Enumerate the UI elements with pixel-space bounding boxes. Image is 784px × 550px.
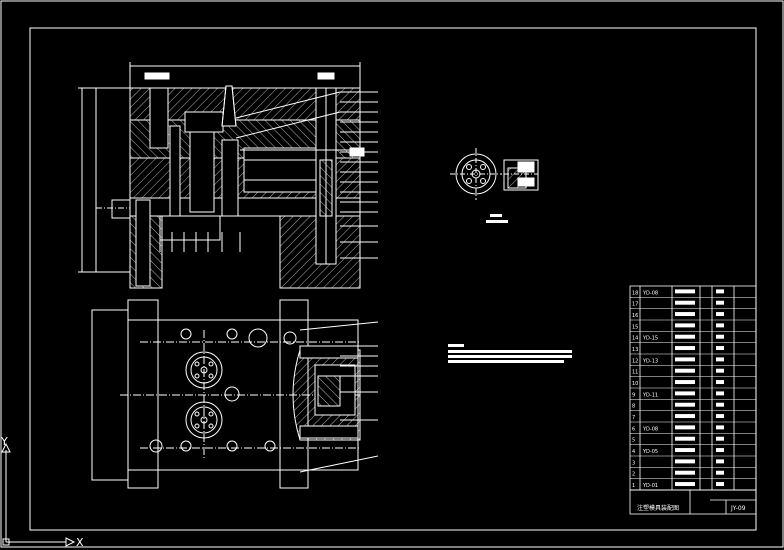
parts-list-row-qty-block <box>716 482 724 487</box>
parts-list-row-number: 7 <box>632 415 635 421</box>
parts-list-row-name-block <box>675 380 695 385</box>
parts-list-row-name-block <box>675 470 695 475</box>
technical-notes <box>448 344 572 363</box>
parts-list-row-qty-block <box>716 368 724 373</box>
parts-list-row: 9 YD-11 <box>630 391 756 400</box>
ucs-y-label: Y <box>0 435 8 448</box>
parts-list-row-code: YD-01 <box>642 483 658 489</box>
parts-list-row: 7 <box>630 414 756 423</box>
parts-list-row: 10 <box>630 380 756 389</box>
parts-list-row-qty-block <box>716 312 724 317</box>
parts-list-row-name-block <box>675 334 695 339</box>
parts-list-row-qty-block <box>716 323 724 328</box>
parts-list-row: 15 <box>630 323 756 332</box>
parts-list-row: 16 <box>630 312 756 321</box>
ucs-x-label: X <box>76 536 84 549</box>
parts-list-row-name-block <box>675 300 695 305</box>
parts-list-row-qty-block <box>716 289 724 294</box>
parts-list-row-number: 16 <box>632 313 638 319</box>
detail-label-bar-2 <box>486 220 508 223</box>
parts-list-row-name-block <box>675 289 695 294</box>
parts-list-row-name-block <box>675 368 695 373</box>
parts-list-row-name-block <box>675 436 695 441</box>
drawing-frame <box>29 27 757 531</box>
parts-list-row: 5 <box>630 436 756 445</box>
parts-list-row-qty-block <box>716 436 724 441</box>
section-view[interactable] <box>78 62 378 289</box>
parts-list-row-number: 10 <box>632 381 638 387</box>
parts-list-row: 14 YD-15 <box>630 334 756 343</box>
parts-list-row-code: YD-05 <box>642 449 658 455</box>
parts-list-row-qty-block <box>716 459 724 464</box>
plan-view[interactable] <box>91 299 379 489</box>
parts-list-row-code: YD-08 <box>642 426 658 432</box>
parts-list-row-number: 4 <box>632 449 635 455</box>
parts-list-row-number: 11 <box>632 370 638 376</box>
parts-list-row-name-block <box>675 425 695 430</box>
parts-list-row-qty-block <box>716 391 724 396</box>
parts-list-row-number: 9 <box>632 392 635 398</box>
parts-list-row-name-block <box>675 402 695 407</box>
parts-list-row-number: 1 <box>632 483 635 489</box>
parts-list-row-name-block <box>675 312 695 317</box>
parts-list-row-name-block <box>675 357 695 362</box>
parts-list-row: 4 YD-05 <box>630 448 756 457</box>
parts-list-row-qty-block <box>716 357 724 362</box>
detail-part-view[interactable] <box>450 148 539 200</box>
parts-list-row: 13 <box>630 346 756 355</box>
parts-list-row-qty-block <box>716 300 724 305</box>
parts-list-row: 1 YD-01 <box>630 482 756 491</box>
parts-list-row: 6 YD-08 <box>630 425 756 434</box>
parts-list-row-qty-block <box>716 334 724 339</box>
parts-list-row-number: 13 <box>632 347 638 353</box>
parts-list-row-name-block <box>675 482 695 487</box>
parts-list-row: 18 YD-08 <box>630 289 756 298</box>
parts-list-row-name-block <box>675 459 695 464</box>
parts-list-row-code: YD-08 <box>642 290 658 296</box>
title-block[interactable] <box>629 489 757 515</box>
parts-list-row-number: 3 <box>632 460 635 466</box>
parts-list-row-number: 14 <box>632 336 638 342</box>
parts-list-row-code: YD-13 <box>642 358 658 364</box>
parts-list-row-qty-block <box>716 402 724 407</box>
parts-list-row-name-block <box>675 323 695 328</box>
parts-list-row-qty-block <box>716 470 724 475</box>
parts-list-row: 2 <box>630 470 756 479</box>
drawing-number: JY-09 <box>730 505 746 512</box>
parts-list-row: 3 <box>630 459 756 468</box>
parts-list-row: 8 <box>630 402 756 411</box>
parts-list-row-qty-block <box>716 448 724 453</box>
parts-list-row-number: 18 <box>632 290 638 296</box>
parts-list-row-number: 15 <box>632 324 638 330</box>
parts-list-row-number: 12 <box>632 358 638 364</box>
parts-list-row-number: 5 <box>632 438 635 444</box>
parts-list-row-number: 8 <box>632 404 635 410</box>
parts-list-row-number: 17 <box>632 302 638 308</box>
parts-list-row-name-block <box>675 448 695 453</box>
parts-list-row-qty-block <box>716 346 724 351</box>
parts-list-row-code: YD-11 <box>642 392 658 398</box>
drawing-title: 注塑模具装配图 <box>637 504 679 512</box>
parts-list-row-qty-block <box>716 380 724 385</box>
parts-list-row-name-block <box>675 346 695 351</box>
parts-list-row-code: YD-15 <box>642 336 658 342</box>
parts-list-row-name-block <box>675 414 695 419</box>
parts-list-row-qty-block <box>716 414 724 419</box>
parts-list-row: 17 <box>630 300 756 309</box>
parts-list-row-number: 6 <box>632 426 635 432</box>
parts-list-row-qty-block <box>716 425 724 430</box>
parts-list-row-number: 2 <box>632 472 635 478</box>
ucs-icon <box>1 442 76 547</box>
parts-list-row: 11 <box>630 368 756 377</box>
detail-label-bar <box>490 214 502 217</box>
parts-list-row-name-block <box>675 391 695 396</box>
parts-list-row: 12 YD-13 <box>630 357 756 366</box>
